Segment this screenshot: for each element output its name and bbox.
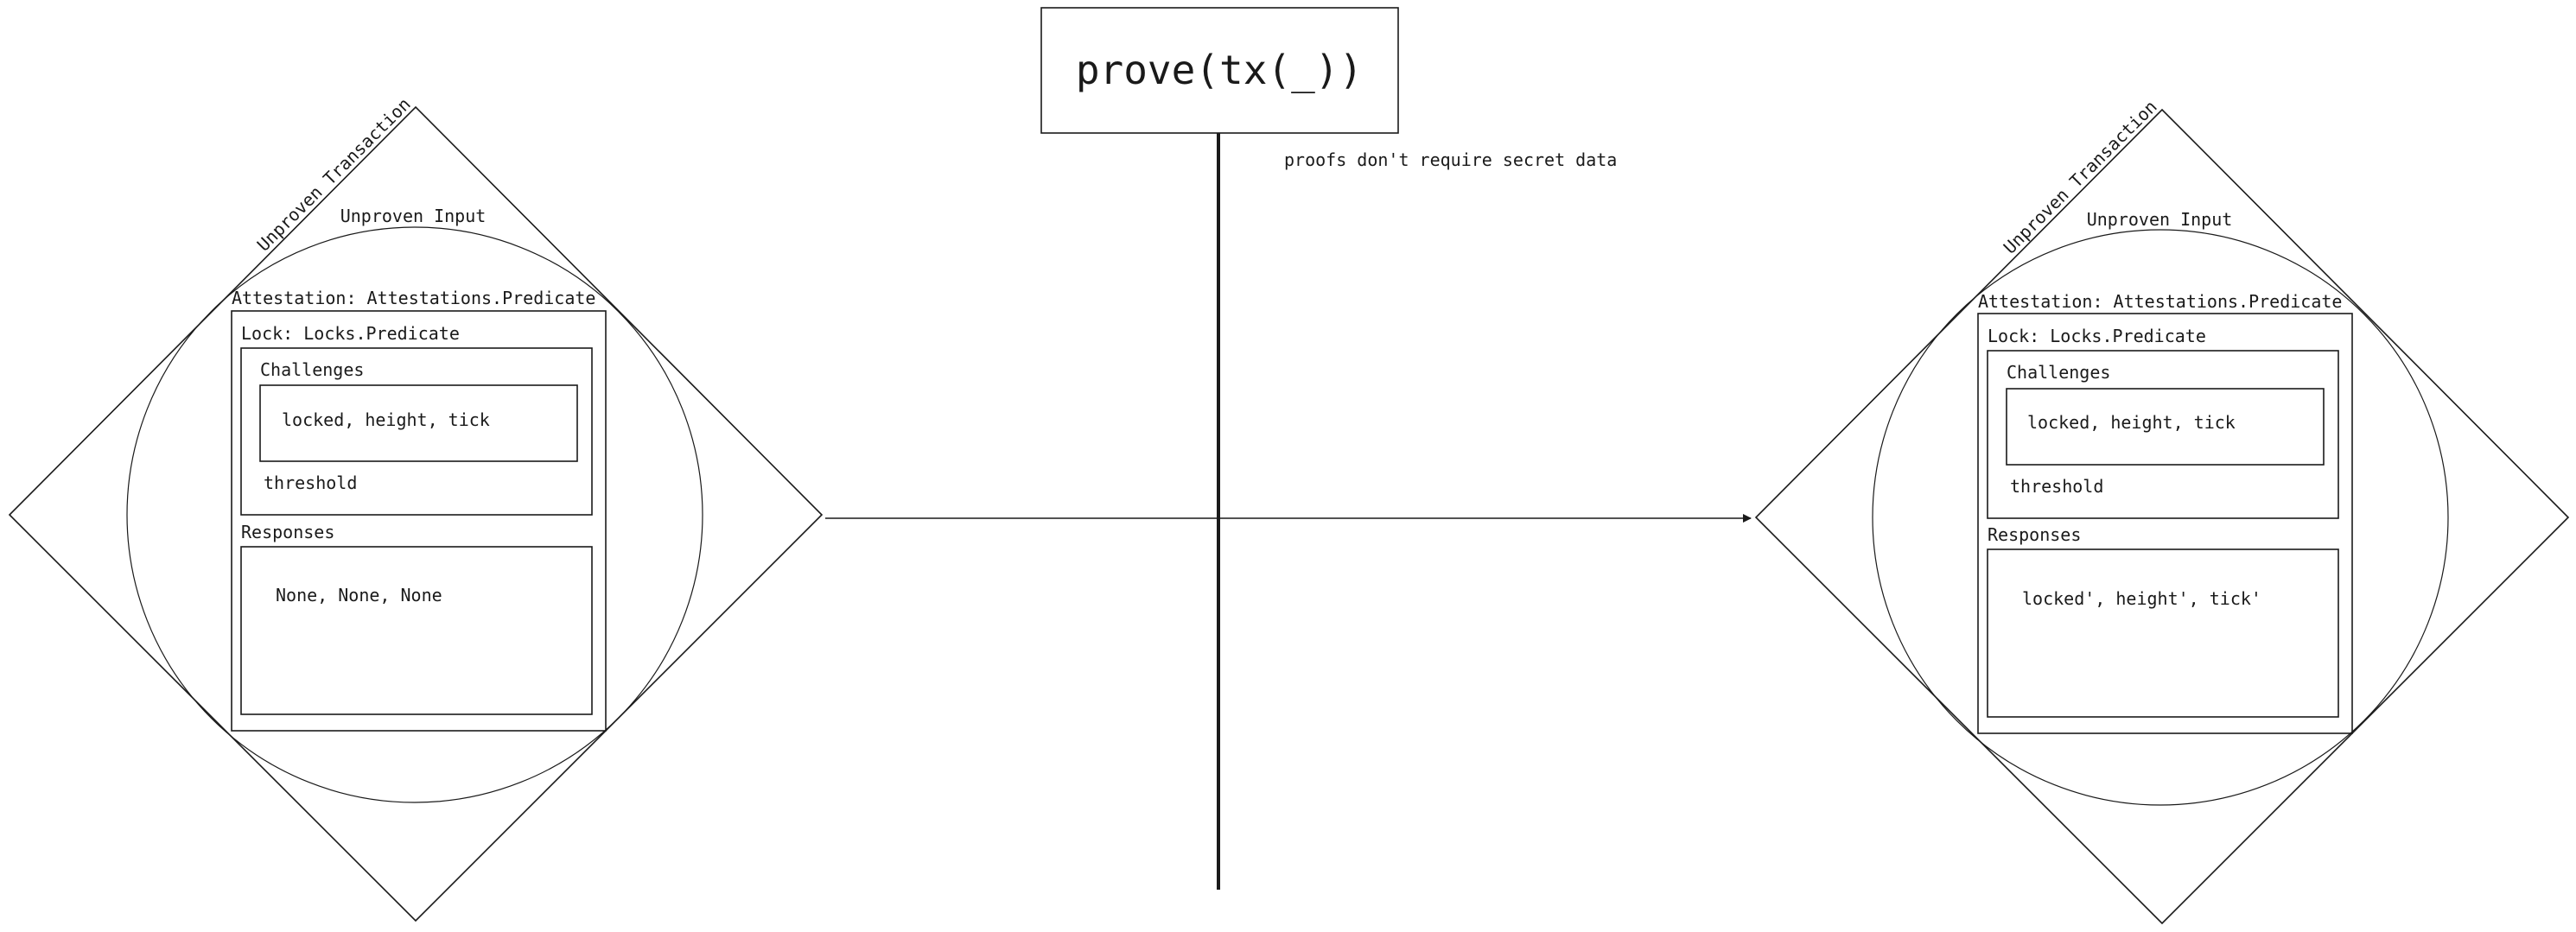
left-lock-label: Lock: Locks.Predicate bbox=[241, 323, 460, 344]
left-transaction-diamond bbox=[8, 105, 824, 922]
left-challenges-box bbox=[259, 384, 578, 462]
right-lock-box bbox=[1987, 350, 2339, 519]
right-attestation-box bbox=[1977, 313, 2353, 734]
right-transaction-label: Unproven Transaction bbox=[2000, 96, 2161, 257]
right-responses-values: locked', height', tick' bbox=[2022, 588, 2261, 609]
left-challenges-label: Challenges bbox=[260, 359, 364, 380]
right-transaction: Unproven Transaction Unproven Input Atte… bbox=[1754, 96, 2570, 925]
left-threshold-label: threshold bbox=[264, 472, 357, 493]
left-challenges-values: locked, height, tick bbox=[282, 409, 490, 430]
right-responses-box bbox=[1987, 548, 2339, 718]
right-transaction-diamond bbox=[1754, 108, 2570, 925]
left-responses-values: None, None, None bbox=[276, 585, 442, 605]
left-responses-box bbox=[240, 546, 593, 715]
prove-function-group: prove(tx(_)) proofs don't require secret… bbox=[1040, 7, 1617, 890]
left-attestation-label: Attestation: Attestations.Predicate bbox=[232, 288, 595, 308]
left-transaction-label: Unproven Transaction bbox=[253, 93, 415, 255]
prove-function-label: prove(tx(_)) bbox=[1076, 47, 1363, 93]
right-lock-label: Lock: Locks.Predicate bbox=[1988, 326, 2206, 346]
right-input-circle bbox=[1872, 229, 2449, 806]
left-attestation-box bbox=[231, 310, 607, 732]
right-attestation-label: Attestation: Attestations.Predicate bbox=[1978, 291, 2342, 312]
right-challenges-box bbox=[2006, 388, 2325, 466]
right-input-label: Unproven Input bbox=[2087, 209, 2233, 230]
left-input-label: Unproven Input bbox=[340, 206, 487, 226]
right-challenges-label: Challenges bbox=[2007, 362, 2110, 383]
right-responses-label: Responses bbox=[1988, 524, 2081, 545]
left-transaction: Unproven Transaction Unproven Input Atte… bbox=[8, 93, 824, 922]
left-lock-box bbox=[240, 347, 593, 516]
left-input-circle bbox=[126, 226, 703, 803]
proof-note: proofs don't require secret data bbox=[1284, 149, 1617, 170]
right-threshold-label: threshold bbox=[2010, 476, 2103, 497]
right-challenges-values: locked, height, tick bbox=[2027, 412, 2236, 433]
left-responses-label: Responses bbox=[241, 522, 334, 542]
